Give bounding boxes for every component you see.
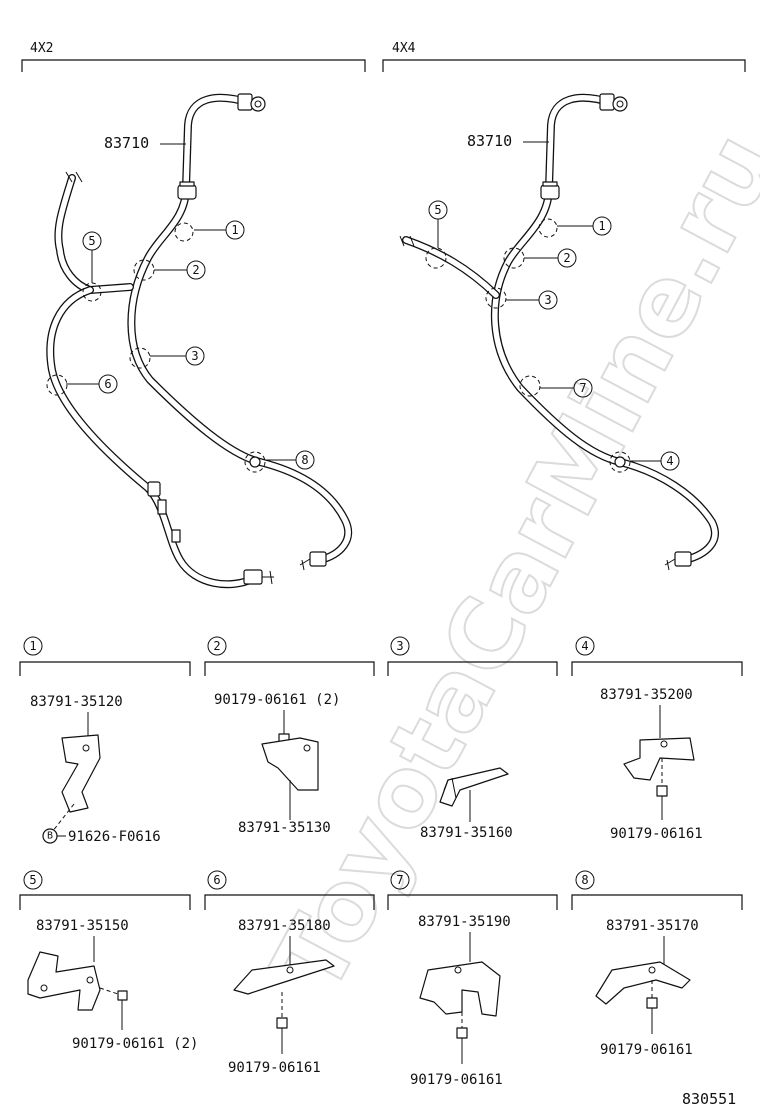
callout-left-5-label: 5 bbox=[88, 234, 95, 248]
section-header-4x2: 4X2 bbox=[21, 41, 366, 72]
callout-left-1: 1 bbox=[194, 220, 245, 240]
part-number-83710-right: 83710 bbox=[467, 132, 512, 150]
section-label-4x4: 4X4 bbox=[392, 41, 416, 56]
callout-right-3-label: 3 bbox=[544, 293, 551, 307]
detail-1-number: 1 bbox=[29, 639, 36, 653]
detail-6-number: 6 bbox=[213, 873, 220, 887]
callout-left-1-label: 1 bbox=[231, 223, 238, 237]
detail-4: 4 83791-35200 90179-06161 bbox=[571, 636, 743, 842]
detail-8-number: 8 bbox=[581, 873, 588, 887]
detail-8: 8 83791-35170 90179-06161 bbox=[571, 870, 743, 1058]
detail-3: 3 83791-35160 bbox=[387, 636, 558, 841]
callout-left-8: 8 bbox=[265, 450, 315, 470]
part-83791-35120: 83791-35120 bbox=[30, 694, 123, 710]
part-90179-06161-detail6: 90179-06161 bbox=[228, 1060, 321, 1076]
callout-right-4: 4 bbox=[630, 451, 680, 471]
callout-left-6-label: 6 bbox=[104, 377, 111, 391]
callout-left-6: 6 bbox=[66, 374, 118, 394]
detail-7: 7 83791-35190 90179-06161 bbox=[387, 870, 558, 1088]
detail-2: 2 90179-06161 (2) 83791-35130 bbox=[204, 636, 375, 836]
detail-2-number: 2 bbox=[213, 639, 220, 653]
cable-assembly-4x2 bbox=[46, 93, 353, 589]
detail-7-number: 7 bbox=[396, 873, 403, 887]
part-83791-35130: 83791-35130 bbox=[238, 820, 331, 836]
callout-left-3: 3 bbox=[150, 346, 205, 366]
detail-6: 6 83791-35180 90179-06161 bbox=[204, 870, 375, 1076]
section-header-4x4: 4X4 bbox=[382, 41, 746, 72]
callout-left-2-label: 2 bbox=[192, 263, 199, 277]
detail-5: 5 83791-35150 90179-06161 (2) bbox=[19, 870, 198, 1052]
callout-right-5-label: 5 bbox=[434, 203, 441, 217]
bolt-badge: B bbox=[47, 831, 53, 842]
callout-right-4-label: 4 bbox=[666, 454, 673, 468]
callout-right-1-label: 1 bbox=[598, 219, 605, 233]
part-90179-06161-2-detail5: 90179-06161 (2) bbox=[72, 1036, 198, 1052]
callout-right-3: 3 bbox=[506, 290, 558, 310]
part-83791-35200: 83791-35200 bbox=[600, 687, 693, 703]
callout-left-2: 2 bbox=[154, 260, 206, 280]
part-90179-06161-detail7: 90179-06161 bbox=[410, 1072, 503, 1088]
detail-1: 1 83791-35120 B 91626-F0616 bbox=[19, 636, 191, 845]
part-90179-06161-2-detail2: 90179-06161 (2) bbox=[214, 692, 340, 708]
detail-5-number: 5 bbox=[29, 873, 36, 887]
detail-3-number: 3 bbox=[396, 639, 403, 653]
detail-4-number: 4 bbox=[581, 639, 588, 653]
section-label-4x2: 4X2 bbox=[30, 41, 53, 56]
part-83791-35180: 83791-35180 bbox=[238, 918, 331, 934]
part-number-83710-left: 83710 bbox=[104, 134, 149, 152]
callout-right-1: 1 bbox=[557, 216, 612, 236]
callout-left-3-label: 3 bbox=[191, 349, 198, 363]
drawing-code: 830551 bbox=[682, 1090, 736, 1108]
part-91626-F0616: 91626-F0616 bbox=[68, 829, 161, 845]
part-83791-35170: 83791-35170 bbox=[606, 918, 699, 934]
cable-assembly-4x4 bbox=[399, 93, 719, 571]
part-83791-35160: 83791-35160 bbox=[420, 825, 513, 841]
callout-right-7: 7 bbox=[540, 378, 593, 398]
callout-left-8-label: 8 bbox=[301, 453, 308, 467]
callout-left-5: 5 bbox=[82, 231, 102, 283]
callout-right-2: 2 bbox=[524, 248, 577, 268]
callout-right-2-label: 2 bbox=[563, 251, 570, 265]
part-83791-35190: 83791-35190 bbox=[418, 914, 511, 930]
part-90179-06161-detail8: 90179-06161 bbox=[600, 1042, 693, 1058]
part-90179-06161-detail4: 90179-06161 bbox=[610, 826, 703, 842]
callout-right-5: 5 bbox=[428, 200, 448, 248]
part-83791-35150: 83791-35150 bbox=[36, 918, 129, 934]
callout-right-7-label: 7 bbox=[579, 381, 586, 395]
